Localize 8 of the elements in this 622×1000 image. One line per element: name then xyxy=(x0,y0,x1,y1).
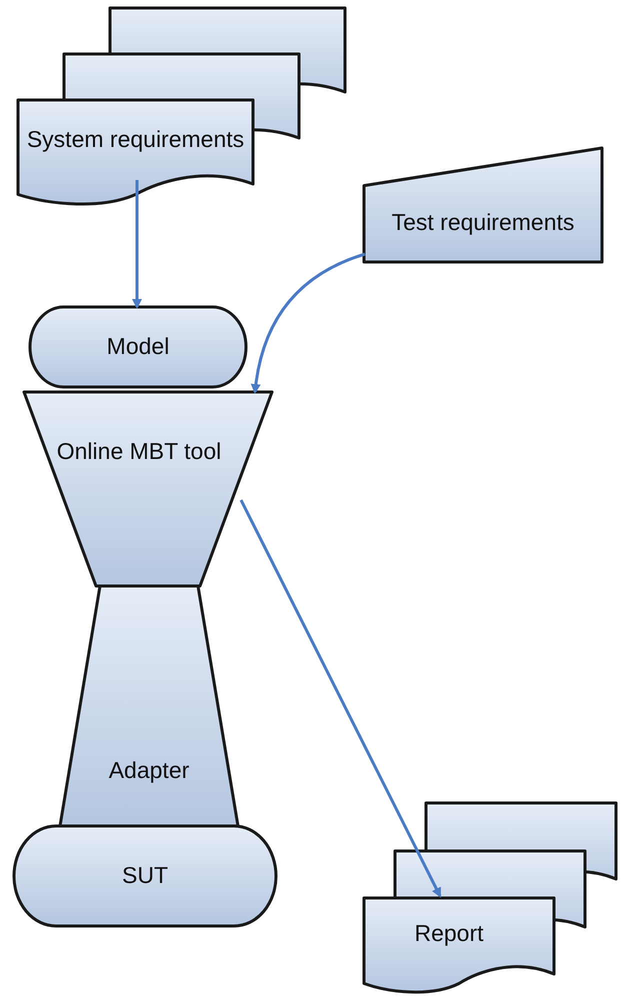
node-label: Online MBT tool xyxy=(56,437,222,466)
node-label: Report xyxy=(414,919,484,948)
node-label: SUT xyxy=(122,861,168,890)
node-label: Adapter xyxy=(108,756,190,786)
node-label: Model xyxy=(106,332,170,362)
node-label: Test requirements xyxy=(392,208,574,238)
arrow xyxy=(240,499,442,898)
node-label: System requirements xyxy=(26,125,244,154)
